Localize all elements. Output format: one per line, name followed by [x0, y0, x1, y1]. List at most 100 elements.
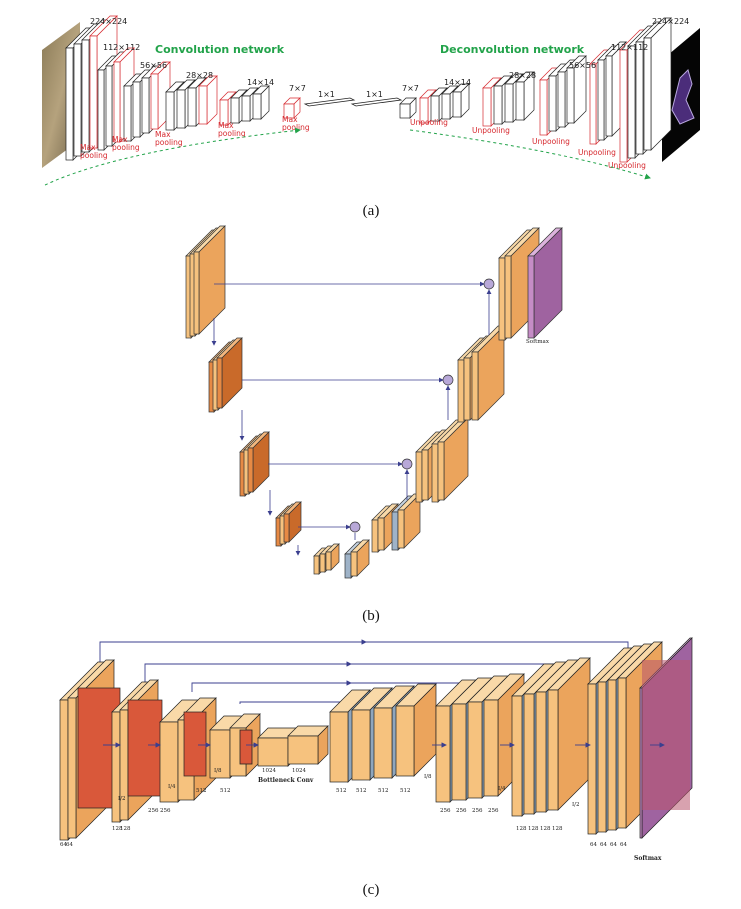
dec-slab-front	[548, 75, 557, 132]
size-label: 7×7	[289, 84, 306, 93]
pool-label: Max	[112, 135, 128, 144]
concat-node	[442, 374, 454, 386]
b-dec1-front	[471, 351, 479, 421]
dec-slab	[399, 97, 417, 119]
size-label: 224×224	[652, 17, 689, 26]
channel-label: 128	[552, 826, 563, 832]
enc-slab-front	[65, 47, 74, 161]
enc-slab-front	[123, 85, 132, 142]
channel-label: 64	[620, 842, 627, 848]
concat-node	[349, 521, 361, 533]
size-label: 14×14	[444, 78, 471, 87]
channel-label: 64	[60, 842, 67, 848]
unpool-label: Unpooling	[532, 137, 570, 146]
c-dec4	[395, 683, 437, 777]
dec-slab-front	[635, 41, 644, 155]
c-enc1-front	[59, 699, 69, 841]
b-dec0-front	[498, 257, 506, 341]
channel-label: 256	[456, 808, 467, 814]
b-dec2-front	[421, 449, 429, 501]
b-enc1	[193, 225, 226, 335]
c-dec2-front	[523, 693, 535, 815]
c-dec4-front	[373, 707, 393, 779]
b-enc3-front	[247, 447, 254, 493]
dec-slab	[643, 17, 672, 151]
c-output-front	[639, 687, 643, 839]
enc-slab-front	[97, 69, 105, 151]
dec-slab	[515, 71, 535, 121]
dec-slab-front	[493, 85, 503, 125]
pool-label: pooling	[155, 138, 183, 147]
dec-slab-front	[399, 103, 411, 119]
pool-label: Max	[80, 143, 96, 152]
c-dec2-front	[547, 689, 559, 811]
c-dec2	[547, 657, 591, 811]
channel-label: 512	[400, 788, 411, 794]
decoder-slabs	[399, 17, 672, 163]
enc-slab-front	[165, 91, 175, 131]
c-enc3-front	[159, 721, 179, 803]
channel-label: 64	[66, 842, 73, 848]
skip-connection	[239, 699, 351, 705]
b-dec2-front	[437, 441, 445, 501]
b-enc2-front	[216, 357, 223, 409]
c-dec3-front	[451, 703, 467, 801]
channel-label: 512	[356, 788, 367, 794]
channel-label: 64	[610, 842, 617, 848]
channel-label: 128	[120, 826, 131, 832]
b-dec1-front	[463, 357, 471, 421]
enc-slab-front	[252, 93, 262, 120]
size-label: 1×1	[318, 90, 335, 99]
dec-slab	[566, 55, 587, 124]
channel-label: 1024	[262, 768, 276, 774]
dec-slab-front	[430, 95, 440, 122]
concat-node	[483, 278, 495, 290]
caption-b: (b)	[362, 608, 380, 624]
channel-label: 512	[336, 788, 347, 794]
b-dec4	[350, 539, 370, 577]
channel-label: 512	[196, 788, 207, 794]
channel-label: 256	[440, 808, 451, 814]
channel-label: 512	[378, 788, 389, 794]
c-enc2-pool	[127, 699, 163, 797]
fraction-label: I/4	[168, 784, 176, 790]
c-dec3-front	[483, 699, 499, 797]
unpool-label: Unpooling	[608, 161, 646, 170]
b-bottleneck	[325, 543, 340, 571]
enc-slab	[283, 97, 301, 119]
pool-label: Max	[282, 115, 298, 124]
channel-label: 128	[528, 826, 539, 832]
panel-b: Softmax	[185, 225, 563, 579]
size-label: 112×112	[611, 43, 648, 52]
b-enc1-front	[193, 251, 200, 335]
enc-slab-front	[105, 65, 113, 147]
dec-slab-front	[557, 71, 566, 128]
pool-label: pooling	[112, 143, 140, 152]
unpool-label: Unpooling	[472, 126, 510, 135]
pool-label: pooling	[80, 151, 108, 160]
size-label: 28×28	[186, 71, 213, 80]
dec-slab-front	[589, 63, 597, 145]
c-output-face	[642, 660, 690, 810]
dec-slab-side	[650, 17, 672, 151]
channel-label: 64	[600, 842, 607, 848]
b-dec3-front	[397, 509, 405, 549]
fraction-label: I/2	[118, 796, 126, 802]
caption-c: (c)	[362, 882, 380, 898]
c-dec4-front	[351, 709, 371, 781]
channel-label: 64	[590, 842, 597, 848]
enc-slab-front	[241, 95, 251, 122]
decoder-title: Deconvolution network	[440, 43, 585, 56]
enc-slab-front	[219, 99, 229, 126]
b-output-front	[527, 255, 535, 339]
b-bottleneck-front	[325, 551, 332, 571]
enc-slab-front	[113, 61, 121, 143]
c-dec4-front	[329, 711, 349, 783]
enc-slab	[252, 85, 270, 120]
flow-arrow	[44, 127, 301, 186]
channel-label: 512	[220, 788, 231, 794]
channel-label: 256	[148, 808, 159, 814]
b-enc2	[216, 337, 243, 409]
